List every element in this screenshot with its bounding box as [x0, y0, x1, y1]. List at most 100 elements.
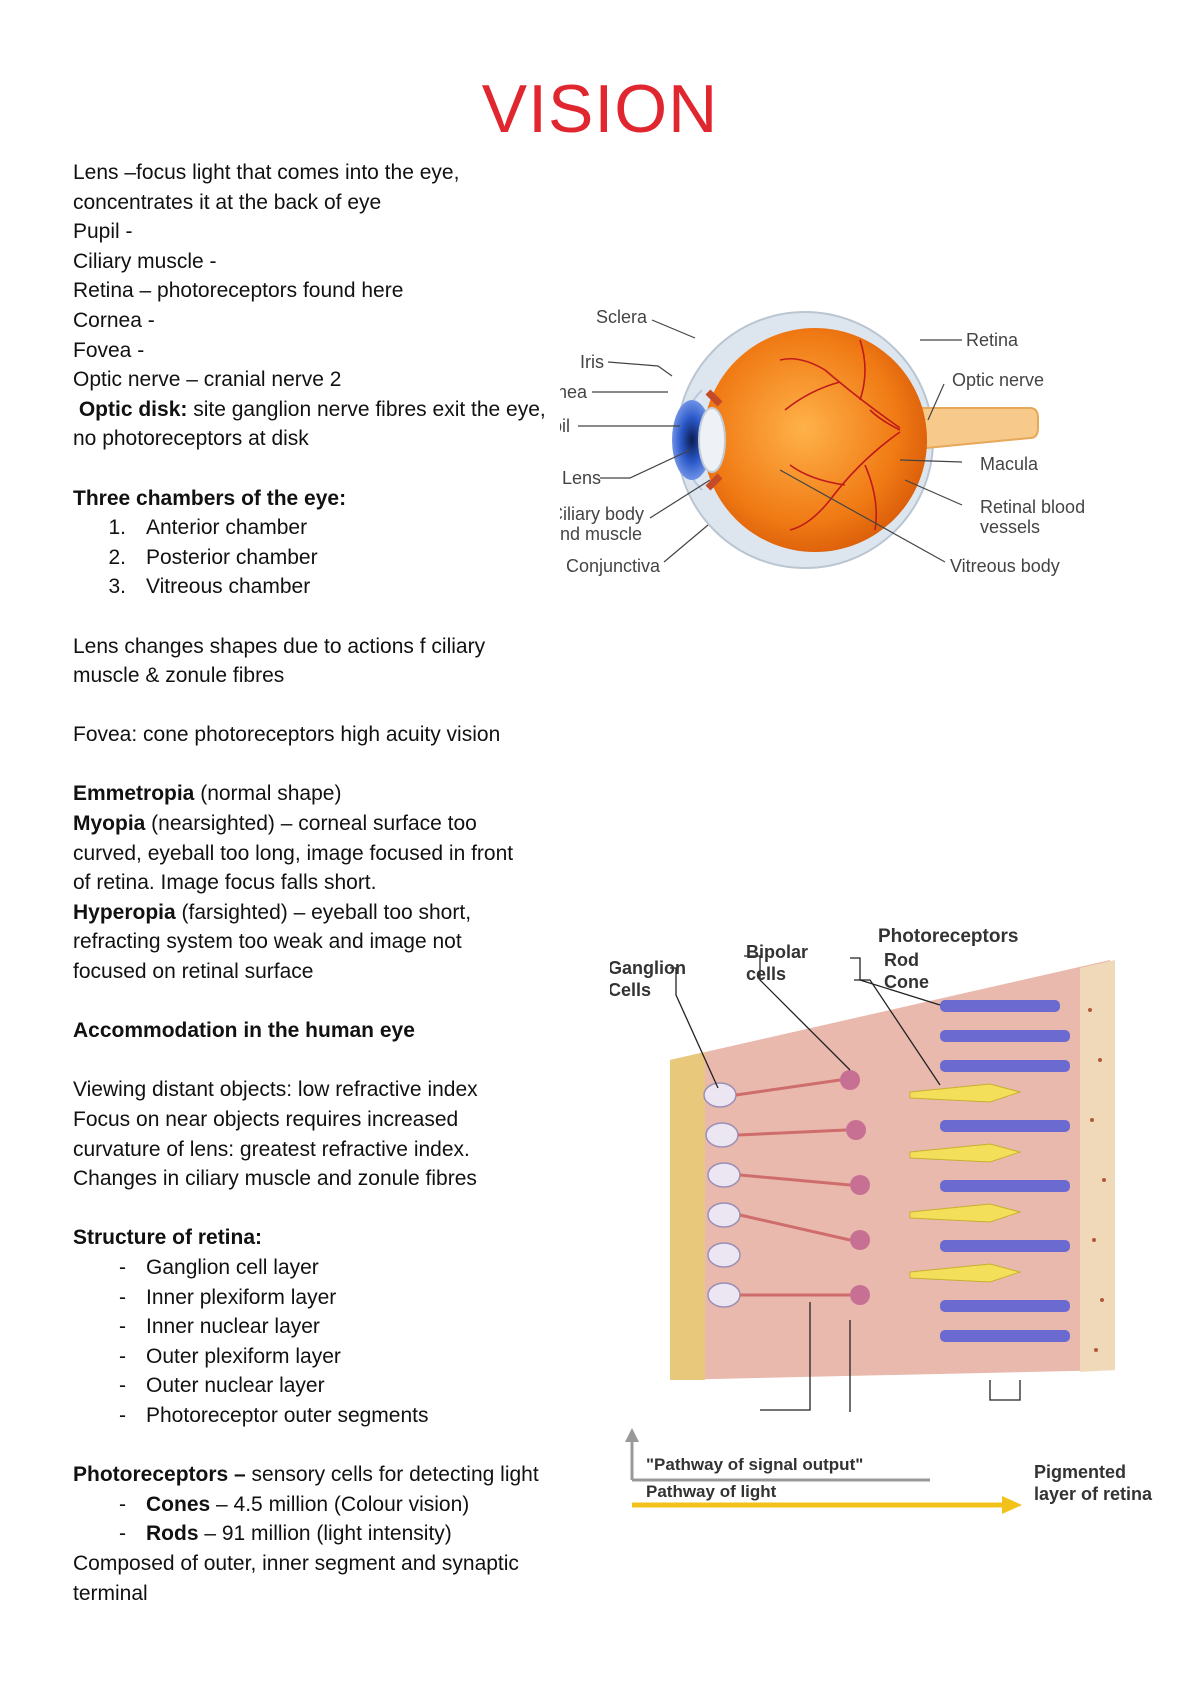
- bipolar-cell: [840, 1070, 860, 1090]
- note-line: Fovea -: [73, 338, 145, 362]
- chambers-list: 1. Anterior chamber 2.Posterior chamber 3…: [73, 513, 553, 602]
- label-macula: Macula: [980, 454, 1039, 474]
- rod-cell: [940, 1060, 1070, 1072]
- list-item: -Inner plexiform layer: [73, 1283, 553, 1313]
- bullet: -: [119, 1344, 126, 1368]
- note-line: Ciliary muscle -: [73, 249, 217, 273]
- leader-line: [854, 979, 941, 1086]
- leader-line: [607, 361, 673, 377]
- note-line: Viewing distant objects: low refractive …: [73, 1078, 478, 1102]
- note-line: muscle & zonule fibres: [73, 664, 285, 688]
- bullet: -: [119, 1374, 126, 1398]
- leader-line: [744, 955, 851, 1071]
- leader-line: [760, 1302, 811, 1411]
- note-line: Changes in ciliary muscle and zonule fib…: [73, 1167, 477, 1191]
- term-text: sensory cells for detecting light: [245, 1463, 539, 1487]
- leader-line: [670, 967, 719, 1089]
- term-label: Emmetropia: [73, 782, 195, 806]
- list-item: -Ganglion cell layer: [73, 1253, 553, 1283]
- list-number: 3.: [108, 575, 126, 599]
- ganglion-cell: [707, 1162, 741, 1188]
- bullet: -: [119, 1492, 126, 1516]
- note-line: Lens changes shapes due to actions f cil…: [73, 634, 486, 658]
- rod-cell: [940, 1120, 1070, 1132]
- note-line: terminal: [73, 1581, 148, 1605]
- label-optic-nerve: Optic nerve: [952, 370, 1044, 390]
- list-text: Anterior chamber: [146, 516, 308, 540]
- rod-cell: [940, 1000, 1060, 1012]
- label-rod: Rod: [884, 950, 919, 970]
- bullet: -: [119, 1255, 126, 1279]
- list-item: 2.Posterior chamber: [73, 543, 553, 573]
- label-conjunctiva: Conjunctiva: [566, 556, 661, 576]
- leader-line: [904, 479, 963, 506]
- lens-shape: [698, 407, 726, 473]
- cone-cell: [909, 1143, 1022, 1163]
- label-pigmented-1: Pigmented: [1034, 1462, 1126, 1482]
- layers-list: -Ganglion cell layer -Inner plexiform la…: [73, 1253, 553, 1431]
- bipolar-cell: [850, 1230, 870, 1250]
- ganglion-cell: [705, 1122, 739, 1148]
- leader-line: [651, 319, 696, 339]
- label-light: Pathway of light: [646, 1482, 777, 1501]
- ganglion-cell: [703, 1082, 737, 1108]
- note-line: Optic disk: site ganglion nerve fibres e…: [73, 395, 553, 425]
- chambers-heading: Three chambers of the eye:: [73, 486, 347, 510]
- leader-line: [989, 1380, 1021, 1401]
- label-bipolar-2: cells: [746, 964, 786, 984]
- bullet: -: [119, 1285, 126, 1309]
- list-number: 1.: [108, 516, 126, 540]
- note-line: focused on retinal surface: [73, 960, 314, 984]
- note-line: concentrates it at the back of eye: [73, 190, 382, 214]
- accommodation-heading: Accommodation in the human eye: [73, 1019, 415, 1043]
- page-title: VISION: [481, 71, 719, 147]
- list-text: Outer nuclear layer: [146, 1374, 325, 1398]
- ganglion-cell: [707, 1242, 741, 1268]
- label-cone: Cone: [884, 972, 929, 992]
- rod-cell: [940, 1180, 1070, 1192]
- eye-diagram: Sclera Iris Cornea Pupil Lens Ciliary bo…: [560, 307, 1085, 576]
- note-line: Cornea -: [73, 308, 155, 332]
- label-bipolar-1: Bipolar: [746, 942, 808, 962]
- label-lens: Lens: [562, 468, 601, 488]
- cone-cell: [909, 1263, 1022, 1283]
- cone-cell: [909, 1203, 1022, 1223]
- retina-diagram: Photoreceptors Rod Cone Bipolar cells Ga…: [610, 926, 1153, 1514]
- list-item: -Photoreceptor outer segments: [73, 1401, 553, 1431]
- note-line: curved, eyeball too long, image focused …: [73, 841, 514, 865]
- rod-cell: [940, 1300, 1070, 1312]
- rod-cell: [940, 1030, 1070, 1042]
- term-text: (nearsighted) – corneal surface too: [145, 812, 477, 836]
- list-item: 1. Anterior chamber: [73, 513, 553, 543]
- term-label: Myopia: [73, 812, 146, 836]
- ganglion-cell: [707, 1202, 741, 1228]
- term-label: Rods: [146, 1522, 199, 1546]
- leader-line: [779, 469, 946, 563]
- list-item: -Cones – 4.5 million (Colour vision): [73, 1490, 553, 1520]
- label-ganglion-2: Cells: [610, 980, 651, 1000]
- structure-heading: Structure of retina:: [73, 1226, 263, 1250]
- optic-disk-text: site ganglion nerve fibres exit the eye,: [187, 397, 546, 421]
- term-text: – 91 million (light intensity): [198, 1522, 452, 1546]
- list-item: -Inner nuclear layer: [73, 1312, 553, 1342]
- list-text: Photoreceptor outer segments: [146, 1403, 429, 1427]
- ganglion-cell: [707, 1282, 741, 1308]
- leader-line: [649, 479, 711, 519]
- label-ciliary-1: Ciliary body: [560, 504, 644, 524]
- note-line: no photoreceptors at disk: [73, 427, 309, 451]
- bipolar-cell: [850, 1175, 870, 1195]
- nerve-fibre-layer: [670, 1052, 705, 1380]
- term-label: Cones: [146, 1492, 211, 1516]
- notes-column: Lens –focus light that comes into the ey…: [73, 158, 553, 1608]
- rod-cell: [940, 1330, 1070, 1342]
- bullet: -: [119, 1315, 126, 1339]
- light-arrowhead: [1002, 1496, 1022, 1514]
- label-signal: "Pathway of signal output": [646, 1455, 863, 1474]
- term-text: (farsighted) – eyeball too short,: [175, 900, 472, 924]
- leader-line: [927, 383, 945, 421]
- label-sclera: Sclera: [596, 307, 648, 327]
- label-pigmented-2: layer of retina: [1034, 1484, 1153, 1504]
- optic-disk-label: Optic disk:: [78, 397, 188, 421]
- term-label: Hyperopia: [73, 900, 176, 924]
- list-item: -Outer nuclear layer: [73, 1371, 553, 1401]
